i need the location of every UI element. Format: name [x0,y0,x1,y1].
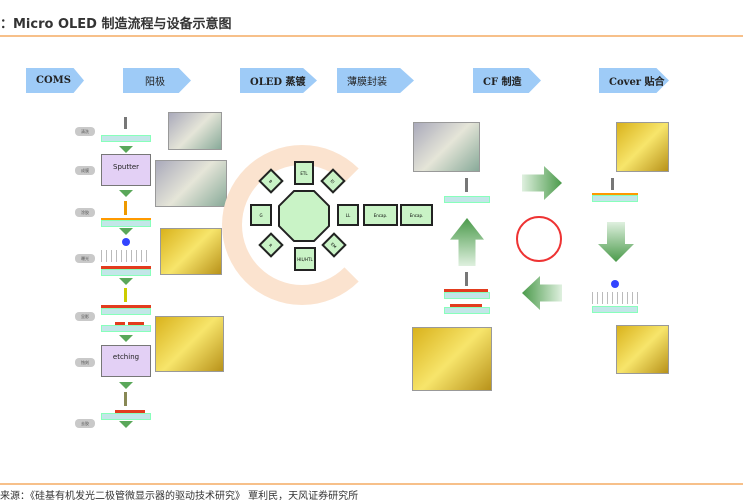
title-divider [0,35,743,37]
nozzle-icon [465,272,468,286]
nozzle-icon [611,178,614,190]
substrate [444,196,490,203]
substrate [444,307,490,314]
down-arrow-icon [119,335,133,342]
stage-oled-evaporation: OLED 蒸镀 [240,68,317,93]
step-label: 曝光 [75,254,95,263]
photoresist-layer [101,305,151,308]
chamber-hil-htl: HIL/HTL [294,247,316,271]
photoresist-layer [101,266,151,269]
nozzle-icon [465,178,468,192]
footer-divider [0,483,743,485]
step-label: 显影 [75,312,95,321]
step-label: 去胶 [75,419,95,428]
substrate [101,269,151,276]
chamber-etl: ETL [294,161,314,185]
mask [592,292,638,304]
up-arrow-icon [450,218,484,266]
chamber-encap-2: Encap. [400,204,433,226]
cleaning-equipment-photo [168,112,222,150]
sputter-box: Sputter [101,154,151,186]
etching-box: etching [101,345,151,377]
cover-cleanroom-photo [616,325,669,374]
cycle-circle-icon [516,216,562,262]
chamber-ll: LL [337,204,359,226]
substrate [101,325,151,332]
substrate [444,292,490,299]
chamber-encap-1: Encap. [363,204,398,226]
source-note: 来源：《硅基有机发光二极管微显示器的驱动技术研究》 覃利民，天风证券研究所 [0,491,359,502]
step-label: 涂胶 [75,208,95,217]
right-arrow-icon [522,166,562,200]
down-arrow-icon [119,421,133,428]
adhesive-layer [592,193,638,195]
photoresist-layer [101,218,151,220]
down-arrow-icon [598,222,634,262]
down-arrow-icon [119,190,133,197]
mask [101,250,151,262]
light-source-icon [122,238,130,246]
stage-anode: 阳极 [123,68,191,93]
stage-coms: COMS [26,68,84,93]
cleanroom-photo [155,316,224,372]
nozzle-icon [124,392,127,406]
nozzle-icon [124,117,127,129]
cf-equipment-photo [413,122,480,172]
chamber-g: G [250,204,272,226]
substrate [101,413,151,420]
pattern [115,322,125,325]
cover-equipment-photo [616,122,669,172]
substrate [101,135,151,142]
down-arrow-icon [119,228,133,235]
stage-cf: CF 制造 [473,68,541,93]
substrate [101,220,151,227]
step-label: 成膜 [75,166,95,175]
pattern [115,410,145,413]
down-arrow-icon [119,278,133,285]
nozzle-icon [124,288,127,302]
light-source-icon [611,280,619,288]
down-arrow-icon [119,146,133,153]
left-arrow-icon [522,276,562,310]
stage-thin-film-encapsulation: 薄膜封装 [337,68,414,93]
substrate [101,308,151,315]
substrate [592,306,638,313]
substrate [592,195,638,202]
cf-cleanroom-photo [412,327,492,391]
step-label: 蚀刻 [75,358,95,367]
lithography-equipment-photo [160,228,222,275]
pattern [450,304,482,307]
nozzle-icon [124,201,127,215]
color-filter-layer [444,289,488,292]
stage-cover: Cover 贴合 [599,68,669,93]
step-label: 清洗 [75,127,95,136]
page-title: ：Micro OLED 制造流程与设备示意图 [0,17,232,32]
pattern [128,322,144,325]
down-arrow-icon [119,382,133,389]
transfer-chamber [278,190,330,242]
sputter-equipment-photo [155,160,227,207]
